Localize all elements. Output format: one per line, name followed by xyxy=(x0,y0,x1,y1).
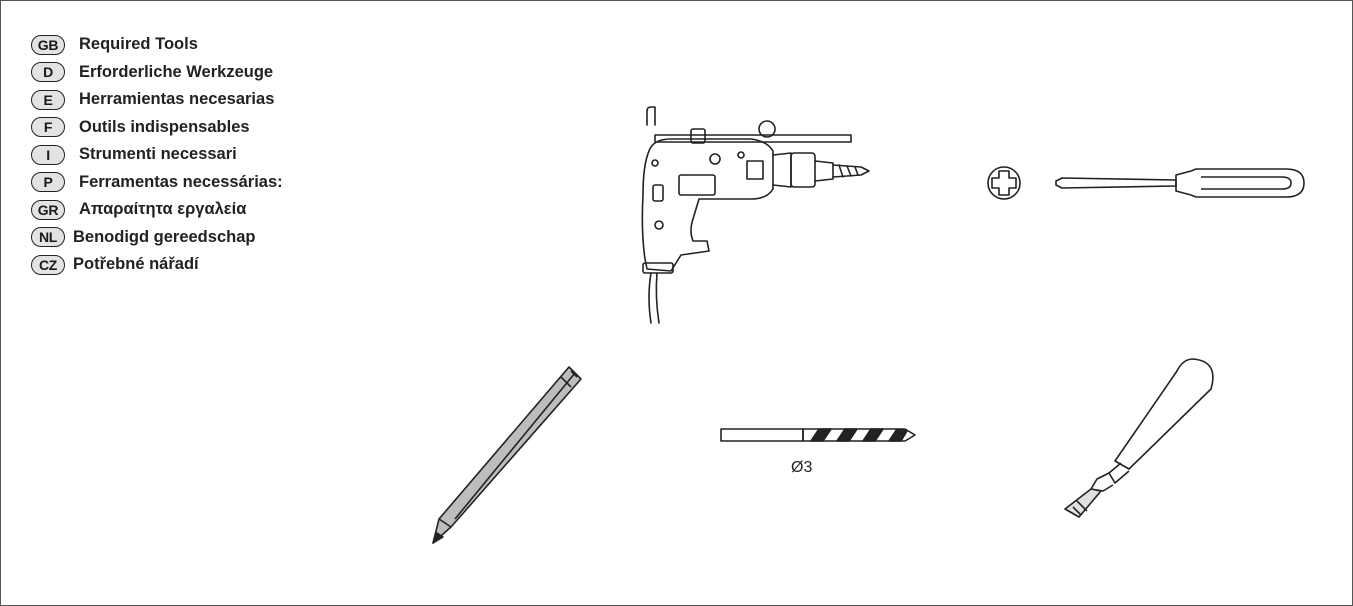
lang-row-f: F Outils indispensables xyxy=(31,114,283,142)
language-label: Required Tools xyxy=(79,35,198,54)
pencil-icon xyxy=(421,361,591,551)
drill-icon xyxy=(611,91,881,331)
lang-row-gr: GR Απαραίτητα εργαλεία xyxy=(31,196,283,224)
language-badge: E xyxy=(31,89,65,110)
language-badge: F xyxy=(31,117,65,138)
lang-row-cz: CZ Potřebné nářadí xyxy=(31,251,283,279)
phillips-screwdriver-icon xyxy=(986,161,1316,211)
language-badge: P xyxy=(31,172,65,193)
language-label: Ferramentas necessárias: xyxy=(79,172,283,191)
language-badge: I xyxy=(31,144,65,165)
lang-row-d: D Erforderliche Werkzeuge xyxy=(31,59,283,87)
language-badge: GB xyxy=(31,34,65,55)
lang-row-nl: NL Benodigd gereedschap xyxy=(31,224,283,252)
drill-bit-icon xyxy=(719,421,919,451)
language-label: Outils indispensables xyxy=(79,117,250,136)
lang-row-i: I Strumenti necessari xyxy=(31,141,283,169)
language-label: Benodigd gereedschap xyxy=(73,227,256,246)
language-list: GB Required Tools D Erforderliche Werkze… xyxy=(31,31,283,279)
language-badge: CZ xyxy=(31,254,65,275)
language-badge: D xyxy=(31,62,65,83)
language-badge: NL xyxy=(31,227,65,248)
lang-row-p: P Ferramentas necessárias: xyxy=(31,169,283,197)
language-label: Απαραίτητα εργαλεία xyxy=(79,200,247,219)
language-label: Erforderliche Werkzeuge xyxy=(79,62,274,81)
lang-row-gb: GB Required Tools xyxy=(31,31,283,59)
language-badge: GR xyxy=(31,199,65,220)
countersink-icon xyxy=(1051,351,1231,521)
language-label: Herramientas necesarias xyxy=(79,90,275,109)
language-label: Strumenti necessari xyxy=(79,145,237,164)
lang-row-e: E Herramientas necesarias xyxy=(31,86,283,114)
drill-bit-size-label: Ø3 xyxy=(791,459,813,476)
language-label: Potřebné nářadí xyxy=(73,255,199,274)
